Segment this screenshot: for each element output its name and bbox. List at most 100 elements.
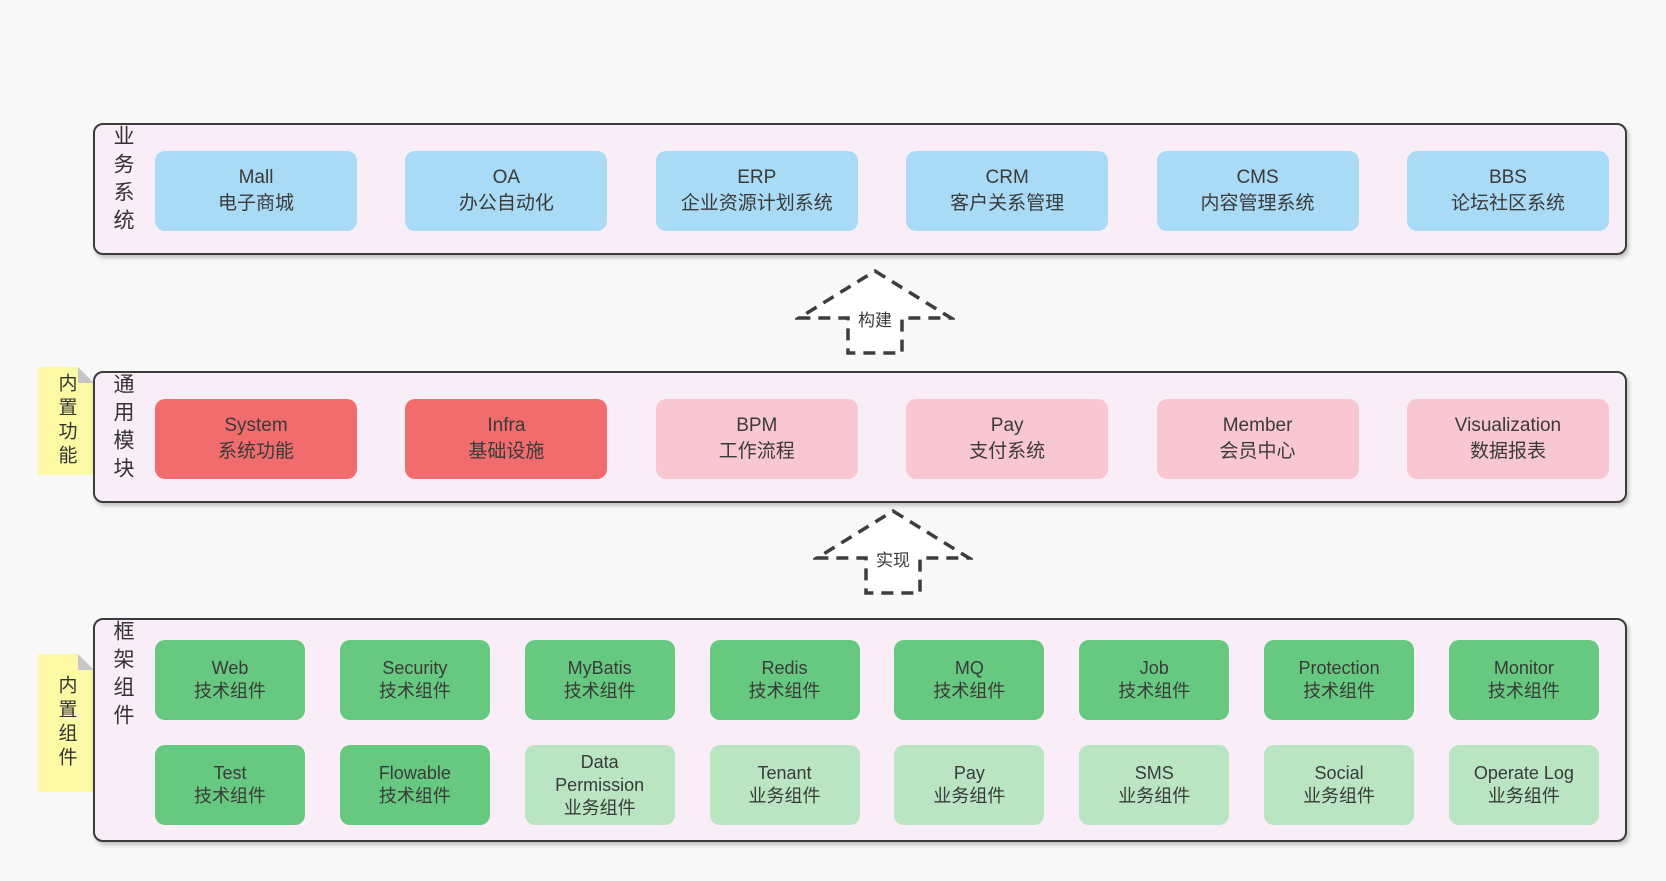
box-pay: Pay 支付系统 [906, 399, 1109, 479]
box-subtitle: 技术组件 [194, 786, 266, 806]
implement-arrow: 实现 [813, 508, 973, 596]
sticky-note-built-in-features: 内置功能 [38, 367, 94, 475]
box-title: Web [211, 658, 249, 678]
box-subtitle: 技术组件 [563, 681, 636, 701]
box-crm: CRM 客户关系管理 [906, 151, 1109, 231]
box-title: System [224, 415, 288, 436]
box-subtitle: 技术组件 [1118, 681, 1191, 701]
box-subtitle: 技术组件 [194, 681, 266, 701]
box-title: OA [492, 167, 521, 188]
box-subtitle: 客户关系管理 [950, 193, 1065, 214]
box-subtitle: 电子商城 [217, 193, 294, 214]
modules-boxes-row: System 系统功能 Infra 基础设施 BPM 工作流程 Pay 支付系统… [155, 399, 1609, 479]
box-data-permission: Data Permission 业务组件 [524, 745, 675, 825]
box-job: Job 技术组件 [1079, 640, 1230, 720]
box-subtitle: 支付系统 [969, 441, 1046, 462]
box-title: Data Permission [555, 751, 645, 795]
box-title: Social [1314, 763, 1364, 783]
box-flowable: Flowable 技术组件 [339, 745, 490, 825]
box-subtitle: 数据报表 [1469, 441, 1546, 462]
panel-title: 框架组件 [111, 620, 134, 732]
box-title: Member [1222, 415, 1293, 436]
box-subtitle: 业务组件 [1303, 786, 1376, 806]
box-member: Member 会员中心 [1156, 399, 1359, 479]
box-subtitle: 技术组件 [933, 681, 1006, 701]
box-subtitle: 业务组件 [1487, 786, 1560, 806]
box-protection: Protection 技术组件 [1264, 640, 1415, 720]
box-monitor: Monitor 技术组件 [1448, 640, 1599, 720]
box-title: SMS [1134, 763, 1174, 783]
box-subtitle: 系统功能 [217, 441, 294, 462]
box-visualization: Visualization 数据报表 [1406, 399, 1609, 479]
box-title: Job [1139, 658, 1169, 678]
sticky-note-label: 内置功能 [55, 373, 77, 469]
box-subtitle: 技术组件 [748, 681, 821, 701]
box-subtitle: 技术组件 [378, 681, 451, 701]
box-subtitle: 论坛社区系统 [1450, 193, 1565, 214]
box-mall: Mall 电子商城 [155, 151, 357, 231]
box-mybatis: MyBatis 技术组件 [524, 640, 675, 720]
box-title: ERP [737, 167, 777, 188]
box-subtitle: 技术组件 [1303, 681, 1376, 701]
box-bpm: BPM 工作流程 [655, 399, 858, 479]
box-bbs: BBS 论坛社区系统 [1406, 151, 1609, 231]
box-subtitle: 工作流程 [718, 441, 795, 462]
box-title: Operate Log [1473, 763, 1574, 783]
box-title: Monitor [1493, 658, 1554, 678]
box-sms: SMS 业务组件 [1079, 745, 1230, 825]
framework-boxes-row-1: Web 技术组件 Security 技术组件 MyBatis 技术组件 Redi… [155, 640, 1599, 720]
sticky-note-label: 内置组件 [55, 675, 77, 771]
panel-title: 通用模块 [111, 373, 134, 485]
panel-title: 业务系统 [111, 125, 134, 237]
folded-corner-icon [78, 367, 94, 383]
box-system: System 系统功能 [155, 399, 357, 479]
box-title: Flowable [378, 763, 451, 783]
box-subtitle: 企业资源计划系统 [680, 193, 833, 214]
box-title: Infra [487, 415, 526, 436]
box-title: Pay [990, 415, 1024, 436]
box-title: Protection [1298, 658, 1380, 678]
box-title: Redis [761, 658, 808, 678]
box-redis: Redis 技术组件 [709, 640, 860, 720]
box-infra: Infra 基础设施 [405, 399, 608, 479]
panel-business-systems: 业务系统 Mall 电子商城 OA 办公自动化 ERP 企业资源计划系统 CRM… [93, 123, 1627, 255]
arrow-label: 实现 [813, 546, 973, 571]
box-title: Pay [953, 763, 985, 783]
box-erp: ERP 企业资源计划系统 [655, 151, 858, 231]
box-subtitle: 业务组件 [563, 797, 636, 818]
sticky-note-built-in-components: 内置组件 [38, 654, 94, 792]
box-operate-log: Operate Log 业务组件 [1448, 745, 1599, 825]
box-subtitle: 基础设施 [468, 441, 545, 462]
box-subtitle: 会员中心 [1219, 441, 1296, 462]
box-subtitle: 技术组件 [1487, 681, 1560, 701]
box-subtitle: 办公自动化 [458, 193, 554, 214]
box-title: MyBatis [567, 658, 632, 678]
framework-boxes-row-2: Test 技术组件 Flowable 技术组件 Data Permission … [155, 745, 1599, 825]
box-title: MQ [954, 658, 984, 678]
box-tenant: Tenant 业务组件 [709, 745, 860, 825]
box-title: Test [213, 763, 247, 783]
box-title: Security [382, 658, 448, 678]
box-subtitle: 技术组件 [378, 786, 451, 806]
box-subtitle: 业务组件 [1118, 786, 1191, 806]
box-subtitle: 业务组件 [748, 786, 821, 806]
arrow-label: 构建 [795, 306, 955, 331]
box-oa: OA 办公自动化 [405, 151, 608, 231]
business-boxes-row: Mall 电子商城 OA 办公自动化 ERP 企业资源计划系统 CRM 客户关系… [155, 151, 1609, 231]
build-arrow: 构建 [795, 268, 955, 356]
box-web: Web 技术组件 [155, 640, 305, 720]
box-title: CRM [985, 167, 1029, 188]
panel-framework-components: 框架组件 Web 技术组件 Security 技术组件 MyBatis 技术组件… [93, 618, 1627, 842]
box-mq: MQ 技术组件 [894, 640, 1045, 720]
box-security: Security 技术组件 [339, 640, 490, 720]
box-title: Tenant [757, 763, 812, 783]
panel-common-modules: 通用模块 System 系统功能 Infra 基础设施 BPM 工作流程 Pay… [93, 371, 1627, 503]
box-social: Social 业务组件 [1264, 745, 1415, 825]
box-title: CMS [1236, 167, 1279, 188]
box-title: BBS [1488, 167, 1527, 188]
box-subtitle: 业务组件 [933, 786, 1006, 806]
box-title: BPM [736, 415, 778, 436]
folded-corner-icon [78, 654, 94, 670]
box-pay-component: Pay 业务组件 [894, 745, 1045, 825]
